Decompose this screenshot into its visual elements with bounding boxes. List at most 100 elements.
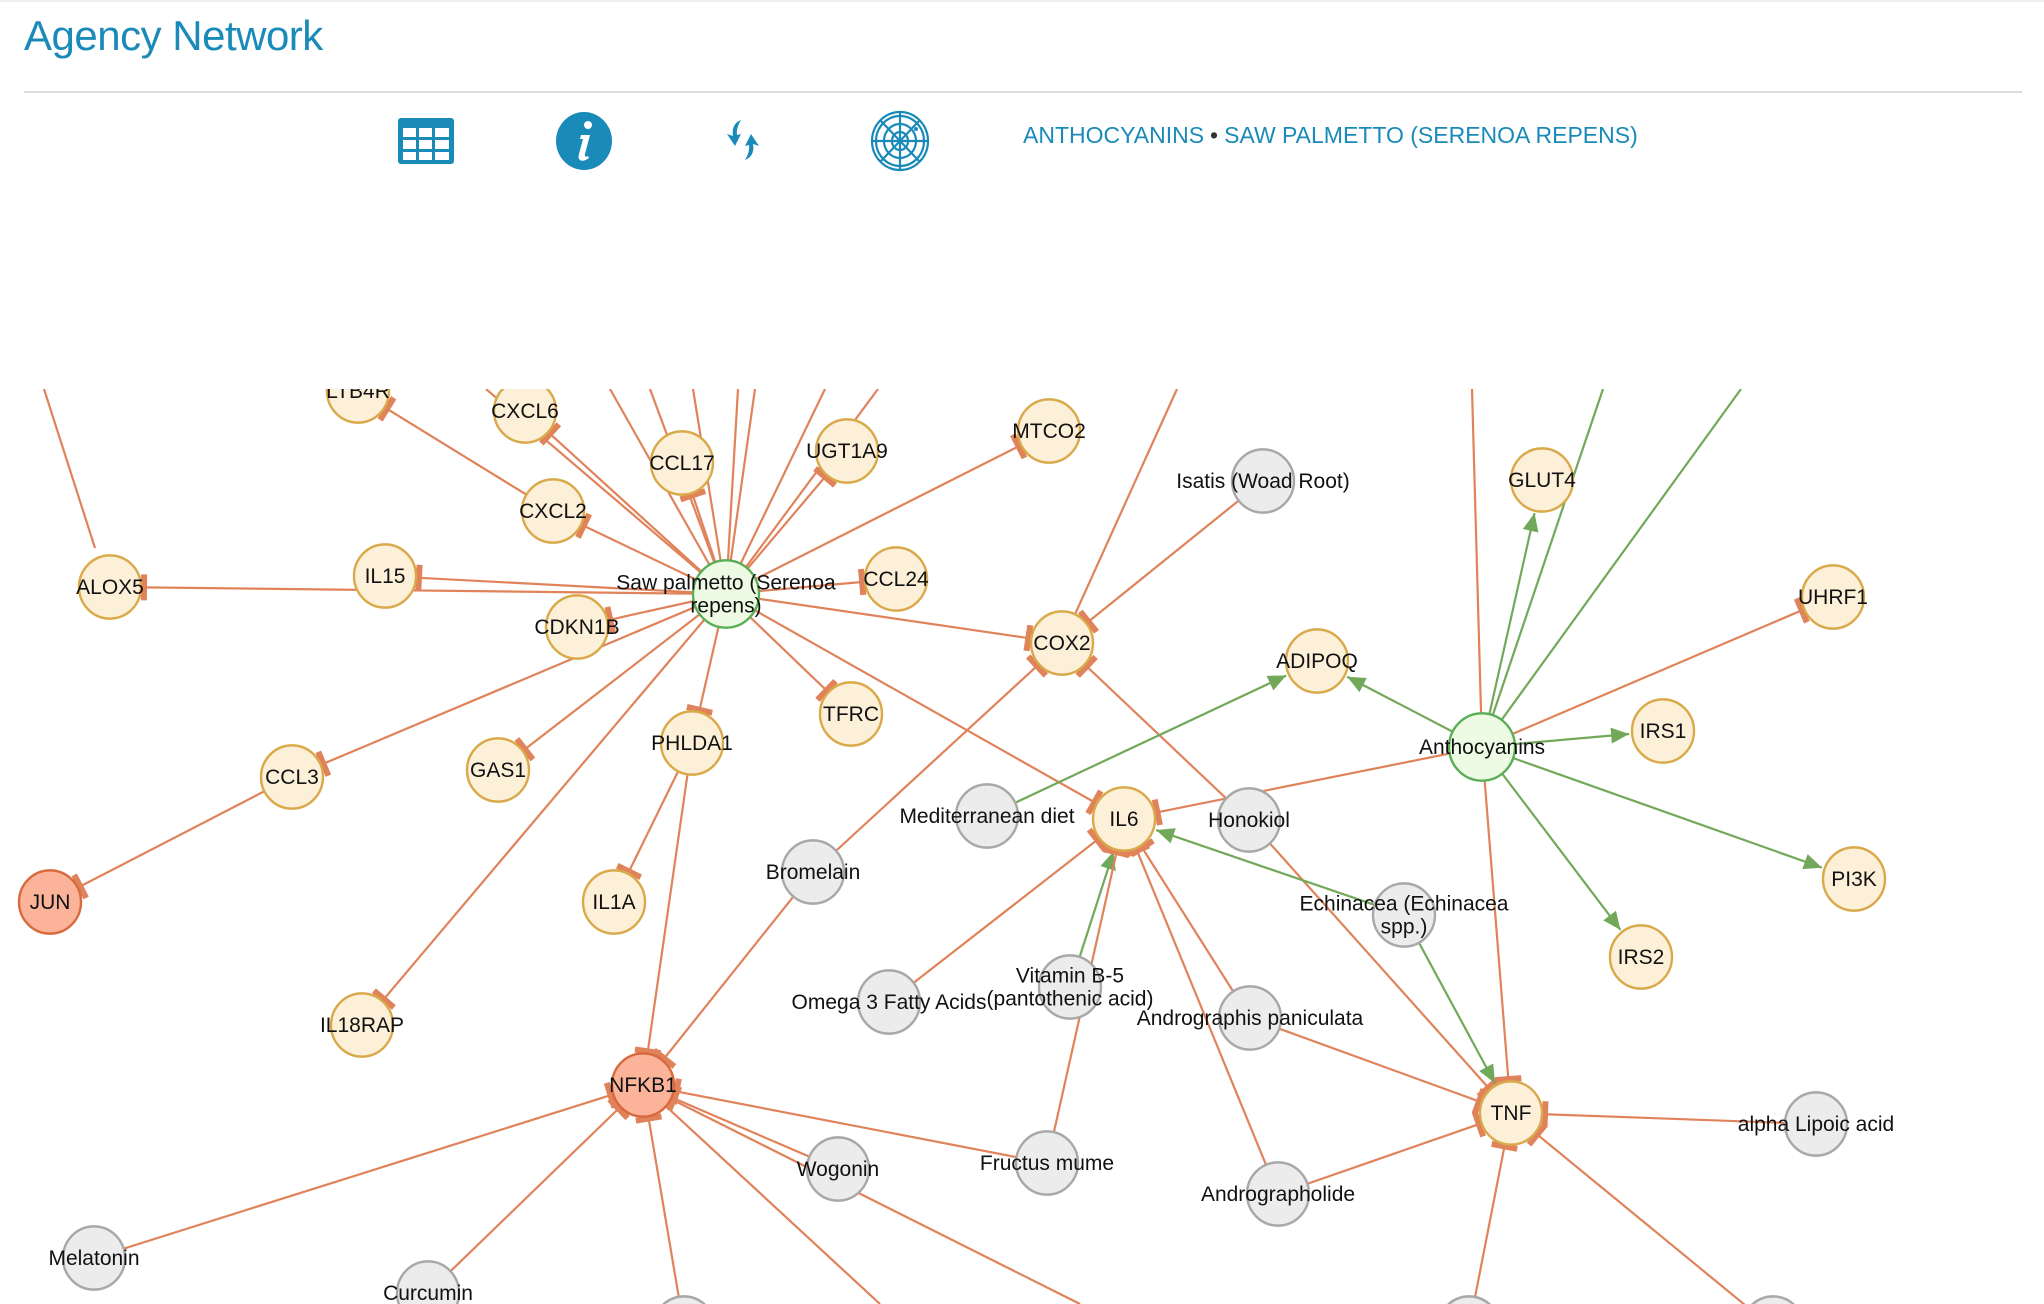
graph-node[interactable]: Anthocyanins bbox=[1419, 712, 1545, 782]
graph-node[interactable]: COX2 bbox=[1029, 610, 1095, 676]
node-label: (pantothenic acid) bbox=[987, 988, 1154, 1011]
breadcrumb-saw-palmetto[interactable]: SAW PALMETTO (SERENOA REPENS) bbox=[1224, 122, 1638, 148]
activate-edge bbox=[1480, 512, 1536, 748]
inhibit-bar-icon bbox=[1495, 1075, 1522, 1084]
refresh-button[interactable] bbox=[711, 108, 775, 172]
graph-node[interactable]: TNF bbox=[1478, 1080, 1544, 1146]
inhibit-bar-icon bbox=[514, 737, 536, 762]
inhibit-edge bbox=[1470, 389, 1484, 748]
node-label: Honokiol bbox=[1208, 809, 1290, 832]
graph-node[interactable] bbox=[1438, 1295, 1500, 1304]
inhibit-bar-icon bbox=[607, 1097, 630, 1121]
node-label: IRS2 bbox=[1618, 946, 1665, 969]
node-label: IL6 bbox=[1109, 808, 1138, 831]
graph-node[interactable]: IRS1 bbox=[1630, 698, 1696, 764]
graph-node[interactable]: CCL24 bbox=[863, 546, 929, 612]
graph-node[interactable]: Omega 3 Fatty Acids bbox=[792, 969, 987, 1035]
graph-node[interactable]: GAS1 bbox=[465, 737, 531, 803]
node-label: IL1A bbox=[592, 891, 635, 914]
graph-node[interactable]: TFRC bbox=[818, 681, 884, 747]
node-label: IRS1 bbox=[1640, 720, 1687, 743]
graph-node[interactable]: IRS2 bbox=[1608, 924, 1674, 990]
inhibit-bar-icon bbox=[1085, 789, 1104, 816]
inhibit-edge bbox=[1060, 389, 1179, 644]
page-title: Agency Network bbox=[24, 12, 323, 59]
node-label: Echinacea (Echinacea bbox=[1300, 893, 1509, 916]
graph-node[interactable]: IL18RAP bbox=[320, 992, 404, 1058]
arrowhead-icon bbox=[1610, 727, 1630, 744]
inhibit-bar-icon bbox=[1151, 798, 1163, 826]
graph-node[interactable]: IL6 bbox=[1091, 786, 1157, 852]
graph-node[interactable]: Melatonin bbox=[48, 1225, 140, 1291]
inhibit-edge bbox=[1277, 1123, 1480, 1196]
graph-node[interactable]: IL1A bbox=[581, 869, 647, 935]
inhibit-bar-icon bbox=[1471, 1110, 1486, 1138]
inhibit-edge bbox=[646, 742, 694, 1052]
graph-node[interactable]: PI3K bbox=[1821, 846, 1887, 912]
node-label: UGT1A9 bbox=[806, 440, 888, 463]
breadcrumb-anthocyanins[interactable]: ANTHOCYANINS bbox=[1023, 122, 1205, 148]
node-label: Curcumin bbox=[383, 1282, 473, 1304]
graph-node[interactable]: Andrographolide bbox=[1201, 1161, 1355, 1227]
graph-node[interactable]: CCL3 bbox=[259, 744, 325, 810]
graph-node[interactable]: Vitamin B-5(pantothenic acid) bbox=[987, 954, 1154, 1020]
graph-node[interactable]: Isatis (Woad Root) bbox=[1176, 448, 1350, 514]
graph-node[interactable]: CCL17 bbox=[649, 430, 715, 496]
inhibit-edge bbox=[888, 839, 1098, 1003]
node-label: Saw palmetto (Serenoa bbox=[616, 572, 836, 595]
node-label: Omega 3 Fatty Acids bbox=[792, 991, 987, 1014]
graph-node[interactable] bbox=[653, 1295, 715, 1304]
inhibit-bar-icon bbox=[813, 466, 837, 488]
graph-node[interactable]: Andrographis paniculata bbox=[1137, 985, 1364, 1051]
graph-node[interactable]: ADIPOQ bbox=[1276, 628, 1358, 694]
graph-node[interactable]: IL15 bbox=[352, 543, 418, 609]
inhibit-edge bbox=[418, 576, 727, 596]
arrowhead-icon bbox=[1522, 513, 1539, 533]
graph-node[interactable]: NFKB1 bbox=[609, 1052, 677, 1118]
graph-node[interactable]: LTB4R bbox=[325, 389, 391, 424]
graph-node[interactable]: MTCO2 bbox=[1012, 398, 1086, 464]
node-label: Melatonin bbox=[48, 1247, 139, 1270]
arrowhead-icon bbox=[1100, 851, 1116, 871]
table-view-button[interactable] bbox=[394, 108, 458, 172]
inhibit-bar-icon bbox=[1541, 1101, 1549, 1128]
graph-node[interactable]: UGT1A9 bbox=[806, 418, 888, 484]
node-label: UHRF1 bbox=[1798, 586, 1868, 609]
graph-node[interactable]: CXCL6 bbox=[491, 389, 559, 444]
graph-node[interactable]: PHLDA1 bbox=[651, 710, 733, 776]
breadcrumb: ANTHOCYANINS•SAW PALMETTO (SERENOA REPEN… bbox=[1023, 122, 1638, 149]
graph-node[interactable]: ALOX5 bbox=[76, 554, 144, 620]
graph-node[interactable]: Wogonin bbox=[797, 1136, 880, 1202]
graph-node[interactable]: Honokiol bbox=[1208, 787, 1290, 853]
graph-node[interactable]: CXCL2 bbox=[519, 478, 587, 544]
inhibit-bar-icon bbox=[1526, 1122, 1548, 1147]
graph-node[interactable]: Curcumin bbox=[383, 1260, 473, 1304]
inhibit-edge bbox=[1087, 480, 1264, 623]
inhibit-edge bbox=[1472, 1146, 1506, 1304]
graph-node[interactable]: UHRF1 bbox=[1798, 564, 1868, 630]
inhibit-bar-icon bbox=[652, 1047, 677, 1069]
graph-node[interactable]: Bromelain bbox=[766, 839, 861, 905]
graph-node[interactable]: Mediterranean diet bbox=[899, 783, 1075, 849]
graph-node[interactable]: JUN bbox=[17, 869, 83, 935]
graph-node[interactable]: alpha Lipoic acid bbox=[1738, 1091, 1894, 1157]
node-label: GAS1 bbox=[470, 759, 526, 782]
graph-node[interactable]: GLUT4 bbox=[1508, 447, 1576, 513]
inhibit-edge bbox=[1141, 847, 1251, 1019]
inhibit-edge bbox=[1544, 1113, 1817, 1126]
radial-view-button[interactable] bbox=[868, 108, 932, 172]
inhibit-edge bbox=[1135, 850, 1280, 1195]
inhibit-bar-icon bbox=[679, 488, 707, 503]
inhibit-edge bbox=[642, 1084, 1081, 1304]
info-button[interactable] bbox=[552, 108, 616, 172]
graph-node[interactable] bbox=[1742, 1295, 1804, 1304]
inhibit-bar-icon bbox=[670, 1078, 682, 1105]
graph-node[interactable]: Fructus mume bbox=[980, 1130, 1114, 1196]
node-label: JUN bbox=[30, 891, 71, 914]
graph-node[interactable]: CDKN1B bbox=[534, 594, 620, 660]
inhibit-edge bbox=[642, 1084, 881, 1304]
